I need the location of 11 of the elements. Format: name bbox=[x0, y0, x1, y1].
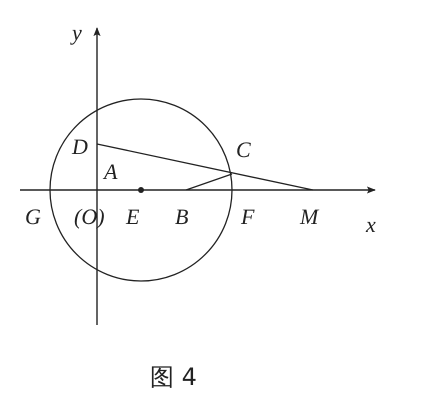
point-label: E bbox=[126, 206, 140, 228]
point-label: x bbox=[366, 214, 376, 236]
point-label: G bbox=[25, 206, 41, 228]
point-label: C bbox=[236, 139, 251, 161]
point-label: F bbox=[241, 206, 254, 228]
point-label: A bbox=[104, 161, 118, 183]
point-label: D bbox=[72, 136, 88, 158]
point-label: B bbox=[175, 206, 188, 228]
point-label: y bbox=[72, 22, 82, 44]
point-label: M bbox=[300, 206, 318, 228]
figure-caption: 图 4 bbox=[150, 364, 197, 390]
